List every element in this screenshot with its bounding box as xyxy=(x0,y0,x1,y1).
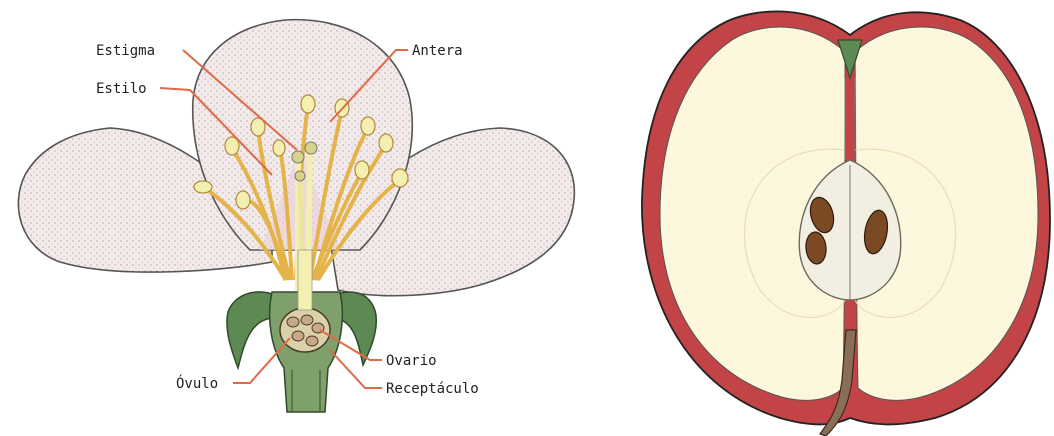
label-ovulo: Óvulo xyxy=(176,374,218,392)
label-antera: Antera xyxy=(412,43,463,59)
apple-cross-section xyxy=(642,11,1050,436)
label-receptaculo: Receptáculo xyxy=(386,381,479,397)
flower-cross-section: Estigma Estilo Antera Óvulo Ovario Recep… xyxy=(18,20,574,412)
label-ovario: Ovario xyxy=(386,353,437,369)
label-estilo: Estilo xyxy=(96,81,147,97)
label-estigma: Estigma xyxy=(96,43,155,59)
